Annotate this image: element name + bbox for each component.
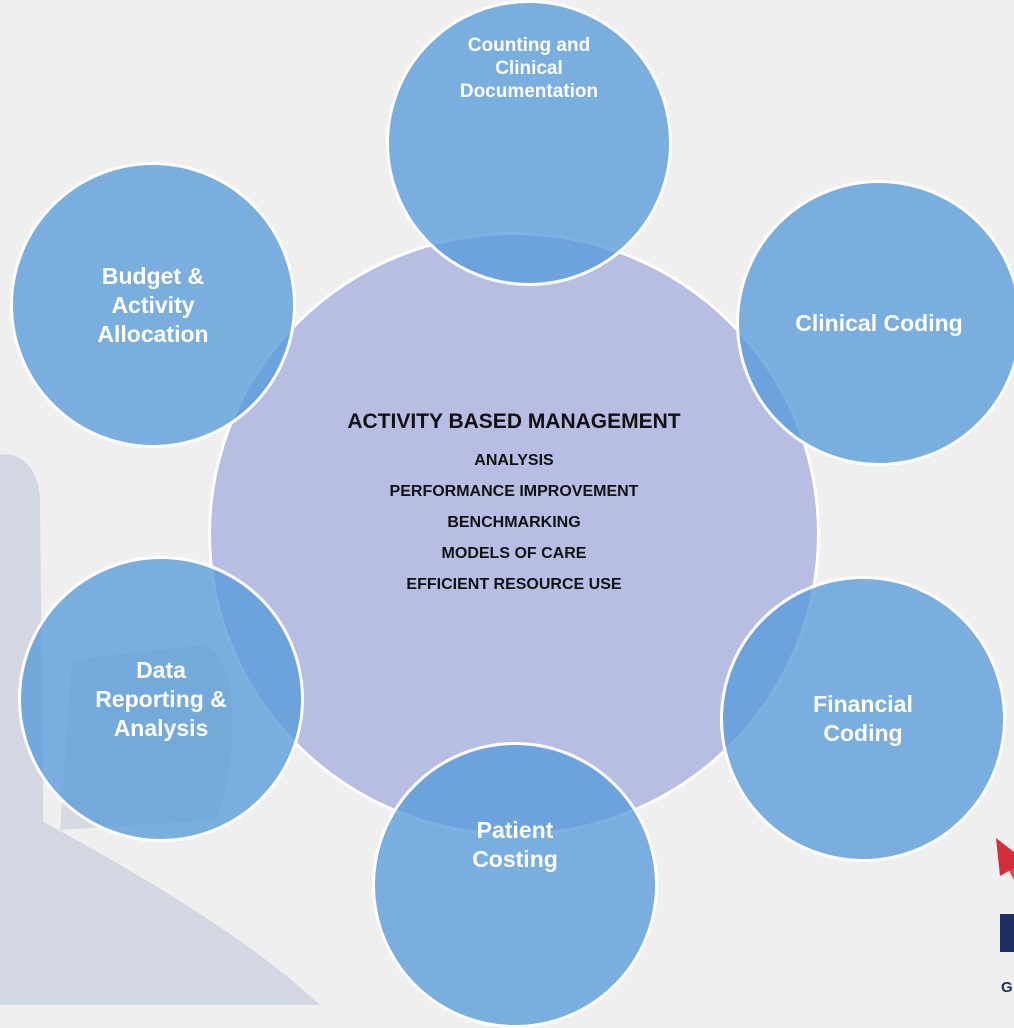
satellite-label: Patient Costing (472, 817, 558, 872)
central-text-block: ACTIVITY BASED MANAGEMENT ANALYSIS PERFO… (208, 232, 820, 836)
center-item-models-of-care: MODELS OF CARE (441, 545, 587, 562)
center-item-analysis: ANALYSIS (474, 452, 554, 469)
center-title: ACTIVITY BASED MANAGEMENT (347, 410, 681, 433)
logo-text: G (1001, 979, 1013, 996)
satellite-label: Clinical Coding (795, 309, 963, 336)
center-item-performance-improvement: PERFORMANCE IMPROVEMENT (389, 483, 639, 500)
satellite-data-reporting-and-analysis: Data Reporting & Analysis (18, 556, 304, 842)
satellite-patient-costing: Patient Costing (372, 742, 658, 1028)
satellite-label: Budget & Activity Allocation (97, 262, 209, 347)
logo-mark-icon (996, 838, 1014, 952)
satellite-label: Data Reporting & Analysis (95, 656, 227, 741)
satellite-label: Counting and Clinical Documentation (459, 34, 599, 102)
satellite-counting-and-clinical-documentation: Counting and Clinical Documentation (386, 0, 672, 286)
satellite-label: Financial Coding (813, 691, 913, 746)
satellite-financial-coding: Financial Coding (720, 576, 1006, 862)
center-item-benchmarking: BENCHMARKING (447, 514, 581, 531)
organization-logo: G (996, 838, 1014, 996)
center-item-efficient-resource-use: EFFICIENT RESOURCE USE (406, 576, 622, 593)
satellite-budget-and-activity-allocation: Budget & Activity Allocation (10, 162, 296, 448)
satellite-clinical-coding: Clinical Coding (736, 180, 1014, 466)
central-circle (208, 232, 820, 836)
